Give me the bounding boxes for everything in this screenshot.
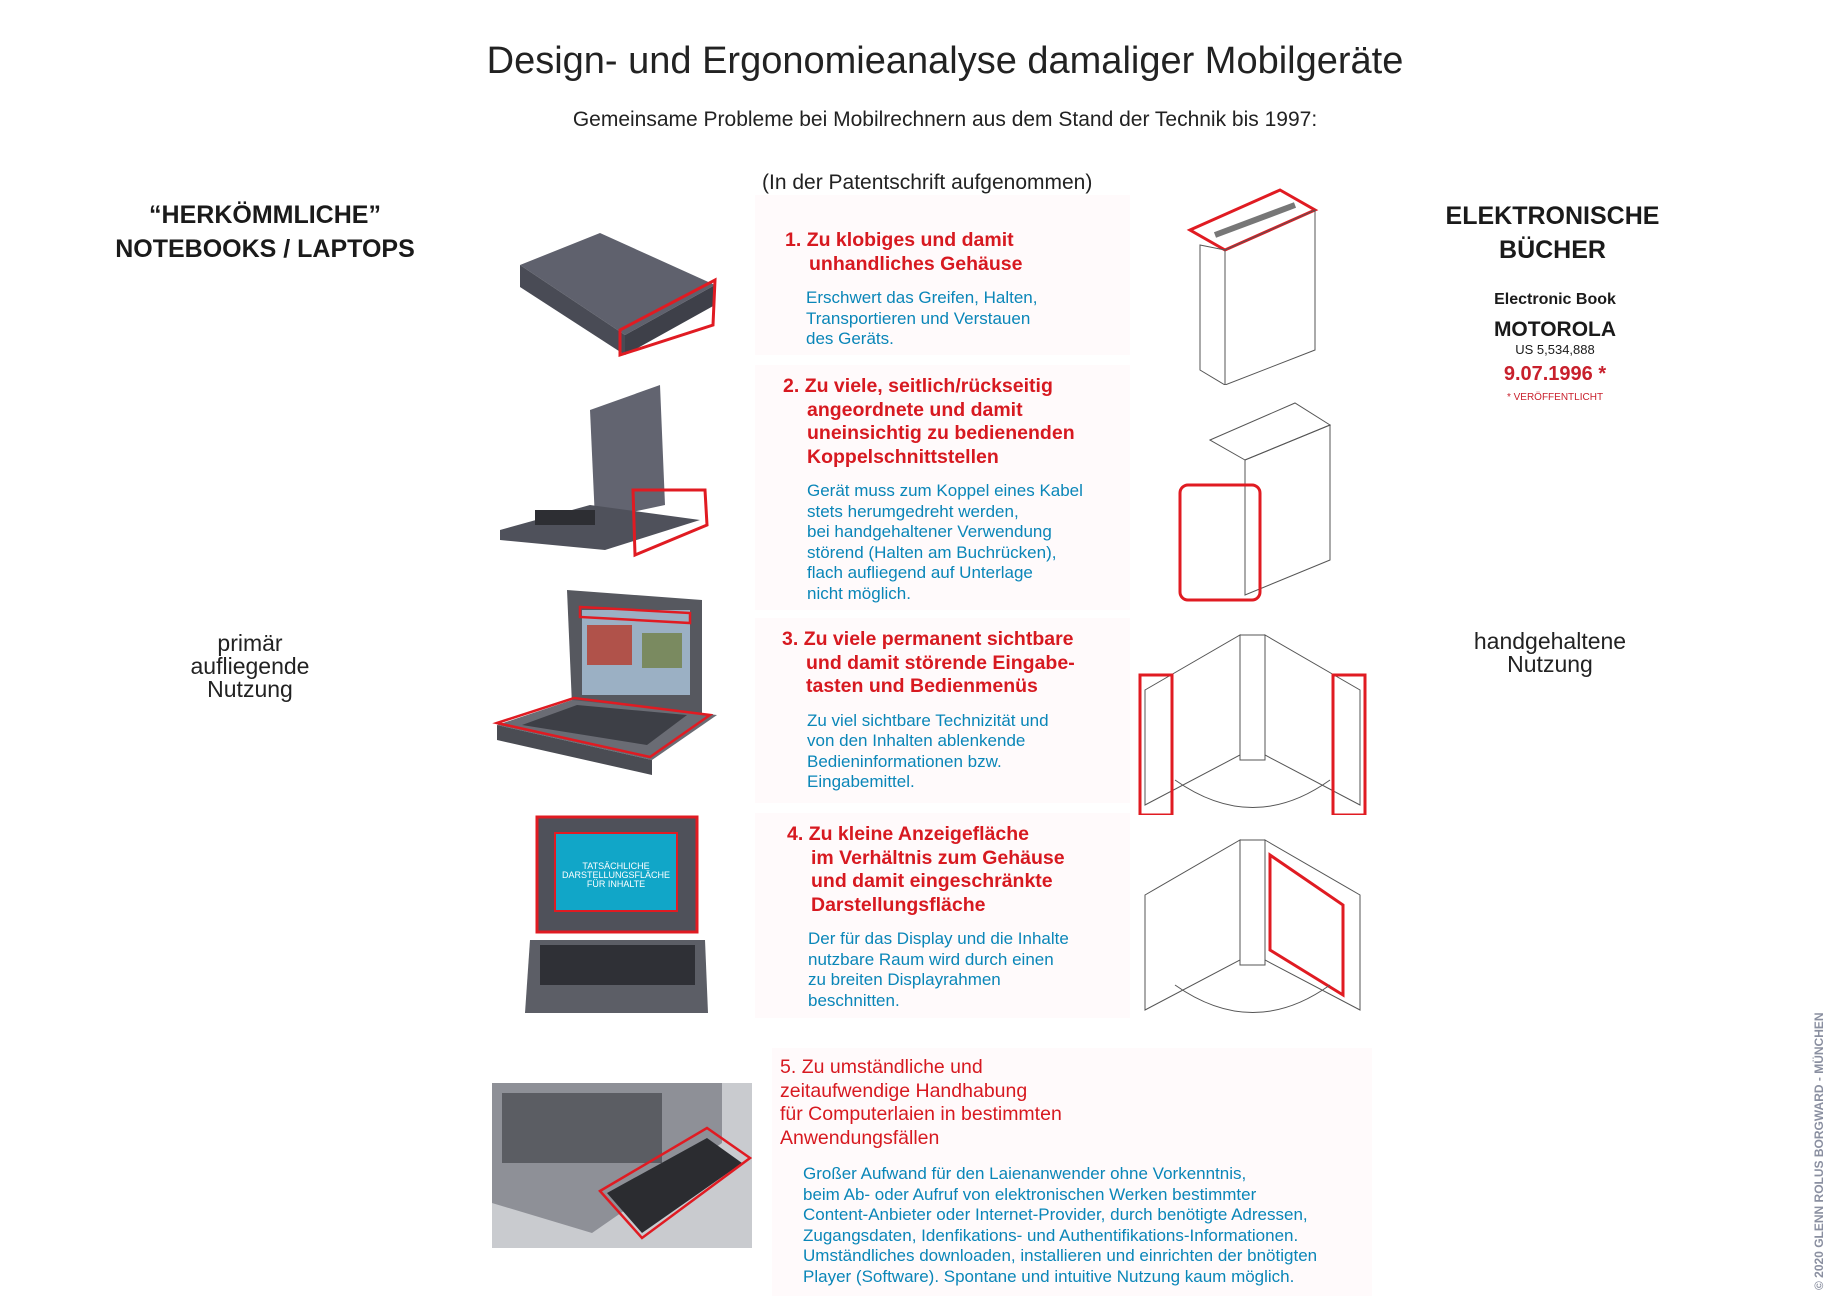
publication-date: 9.07.1996 * [1503, 363, 1607, 385]
desc-line: von den Inhalten ablenkende [807, 731, 1026, 750]
desc-line: bei handgehaltener Verwendung [807, 522, 1052, 541]
label-line: TATSÄCHLICHE [582, 861, 650, 871]
heading-line: Zu umständliche und [801, 1056, 983, 1078]
desc-line: Großer Aufwand für den Laienanwender ohn… [803, 1164, 1247, 1183]
problem-heading: 2. Zu viele, seitlich/rückseitig angeord… [783, 375, 1130, 469]
heading-line: Anwendungsfällen [780, 1126, 940, 1149]
desc-line: zu breiten Displayrahmen [808, 970, 1001, 989]
problem-4: 4. Zu kleine Anzeigefläche im Verhältnis… [755, 813, 1130, 1018]
right-header-line: BÜCHER [1499, 236, 1606, 264]
problem-number: 2. [783, 375, 800, 397]
patent-note: (In der Patentschrift aufgenommen) [762, 171, 1093, 194]
problem-heading: 4. Zu kleine Anzeigefläche im Verhältnis… [787, 823, 1130, 917]
heading-line: angeordnete und damit [807, 398, 1023, 421]
laptop-disk-drive-image [492, 1083, 752, 1248]
desc-line: nutzbare Raum wird durch einen [808, 949, 1054, 969]
desc-line: Eingabemittel. [807, 772, 915, 791]
problem-description: Gerät muss zum Koppel eines Kabel stets … [807, 481, 1130, 604]
right-header: ELEKTRONISCHE BÜCHER [1400, 199, 1705, 267]
problem-1: 1. Zu klobiges und damit unhandliches Ge… [755, 195, 1130, 355]
desc-line: nicht möglich. [807, 583, 911, 603]
heading-line: im Verhältnis zum Gehäuse [811, 846, 1065, 869]
desc-line: Der für das Display und die Inhalte [808, 929, 1069, 948]
laptop-rear-ports-image [500, 385, 709, 558]
desc-line: stets herumgedreht werden, [807, 501, 1019, 521]
left-header: “HERKÖMMLICHE” NOTEBOOKS / LAPTOPS [80, 198, 450, 266]
left-header-line: “HERKÖMMLICHE” [149, 201, 381, 229]
heading-line: unhandliches Gehäuse [809, 252, 1023, 275]
problem-heading: 1. Zu klobiges und damit unhandliches Ge… [785, 229, 1130, 276]
left-header-line: NOTEBOOKS / LAPTOPS [115, 235, 415, 263]
display-area-label: TATSÄCHLICHE DARSTELLUNGSFLÄCHE FÜR INHA… [555, 862, 677, 889]
patent-drawing-open-display [1144, 839, 1361, 1013]
heading-line: zeitaufwendige Handhabung [780, 1079, 1028, 1102]
heading-line: Zu kleine Anzeigefläche [808, 823, 1030, 845]
problem-number: 4. [787, 823, 804, 845]
heading-line: Zu klobiges und damit [806, 229, 1014, 251]
patent-drawing-ports [1178, 402, 1332, 602]
publication-footnote: * VERÖFFENTLICHT [1506, 392, 1604, 403]
desc-line: störend (Halten am Buchrücken), [807, 542, 1057, 562]
left-usage: primär aufliegende Nutzung [150, 632, 350, 701]
desc-line: beim Ab- oder Aufruf von elektronischen … [803, 1184, 1257, 1204]
label-line: FÜR INHALTE [586, 879, 646, 889]
heading-line: und damit eingeschränkte [811, 870, 1053, 892]
right-header-line: ELEKTRONISCHE [1445, 202, 1660, 230]
page-title: Design- und Ergonomieanalyse damaliger M… [486, 40, 1404, 82]
problem-description: Zu viel sichtbare Technizität und von de… [807, 711, 1130, 793]
desc-line: Transportieren und Verstauen [806, 308, 1031, 328]
open-laptop-display-image [525, 815, 708, 1013]
problem-heading: 3. Zu viele permanent sichtbare und dami… [782, 628, 1130, 699]
problem-description: Großer Aufwand für den Laienanwender ohn… [803, 1164, 1372, 1287]
desc-line: Gerät muss zum Koppel eines Kabel [807, 481, 1083, 500]
desc-line: Bedieninformationen bzw. [807, 751, 1002, 771]
usage-line: primär [217, 630, 283, 656]
problem-heading: 5. Zu umständliche und zeitaufwendige Ha… [780, 1056, 1372, 1150]
heading-line: Zu viele permanent sichtbare [803, 628, 1074, 650]
heading-line: Zu viele, seitlich/rückseitig [804, 375, 1053, 397]
problem-description: Der für das Display und die Inhalte nutz… [808, 929, 1130, 1011]
label-line: DARSTELLUNGSFLÄCHE [561, 870, 671, 880]
patent-number: US 5,534,888 [1515, 342, 1595, 357]
problem-description: Erschwert das Greifen, Halten, Transport… [806, 288, 1130, 350]
heading-line: tasten und Bedienmenüs [806, 675, 1038, 697]
heading-line: Darstellungsfläche [811, 893, 986, 916]
right-usage: handgehaltene Nutzung [1440, 630, 1660, 676]
device-maker: MOTOROLA [1493, 318, 1617, 341]
desc-line: des Geräts. [806, 329, 894, 348]
copyright: © 2020 GLENN ROLUS BORGWARD - MÜNCHEN [1812, 1012, 1826, 1290]
device-name: Electronic Book [1494, 291, 1616, 308]
patent-drawing-open-buttons [1138, 634, 1367, 815]
page-subtitle: Gemeinsame Probleme bei Mobilrechnern au… [572, 108, 1318, 131]
problem-number: 1. [785, 229, 802, 251]
problem-number: 5. [780, 1056, 797, 1078]
heading-line: für Computerlaien in bestimmten [780, 1103, 1062, 1125]
closed-laptop-image [520, 233, 717, 358]
problem-3: 3. Zu viele permanent sichtbare und dami… [755, 618, 1130, 803]
problem-2: 2. Zu viele, seitlich/rückseitig angeord… [755, 365, 1130, 610]
problem-5: 5. Zu umständliche und zeitaufwendige Ha… [772, 1048, 1372, 1296]
usage-line: aufliegende [190, 653, 310, 679]
desc-line: Umständliches downloaden, installieren u… [803, 1246, 1318, 1265]
usage-line: Nutzung [1507, 651, 1593, 677]
patent-drawing-closed [1186, 188, 1319, 385]
usage-line: handgehaltene [1473, 628, 1627, 654]
desc-line: Zu viel sichtbare Technizität und [807, 710, 1049, 730]
desc-line: Player (Software). Spontane und intuitiv… [803, 1266, 1295, 1286]
desc-line: Erschwert das Greifen, Halten, [806, 288, 1038, 307]
open-laptop-keyboard-image [492, 590, 717, 775]
heading-line: Koppelschnittstellen [807, 445, 999, 468]
usage-line: Nutzung [207, 676, 293, 702]
problem-number: 3. [782, 628, 799, 650]
desc-line: beschnitten. [808, 990, 900, 1010]
heading-line: uneinsichtig zu bedienenden [807, 422, 1075, 444]
desc-line: Content-Anbieter oder Internet-Provider,… [803, 1205, 1308, 1224]
desc-line: flach aufliegend auf Unterlage [807, 563, 1033, 582]
desc-line: Zugangsdaten, Idenfikations- und Authent… [803, 1225, 1299, 1245]
heading-line: und damit störende Eingabe- [806, 651, 1075, 674]
